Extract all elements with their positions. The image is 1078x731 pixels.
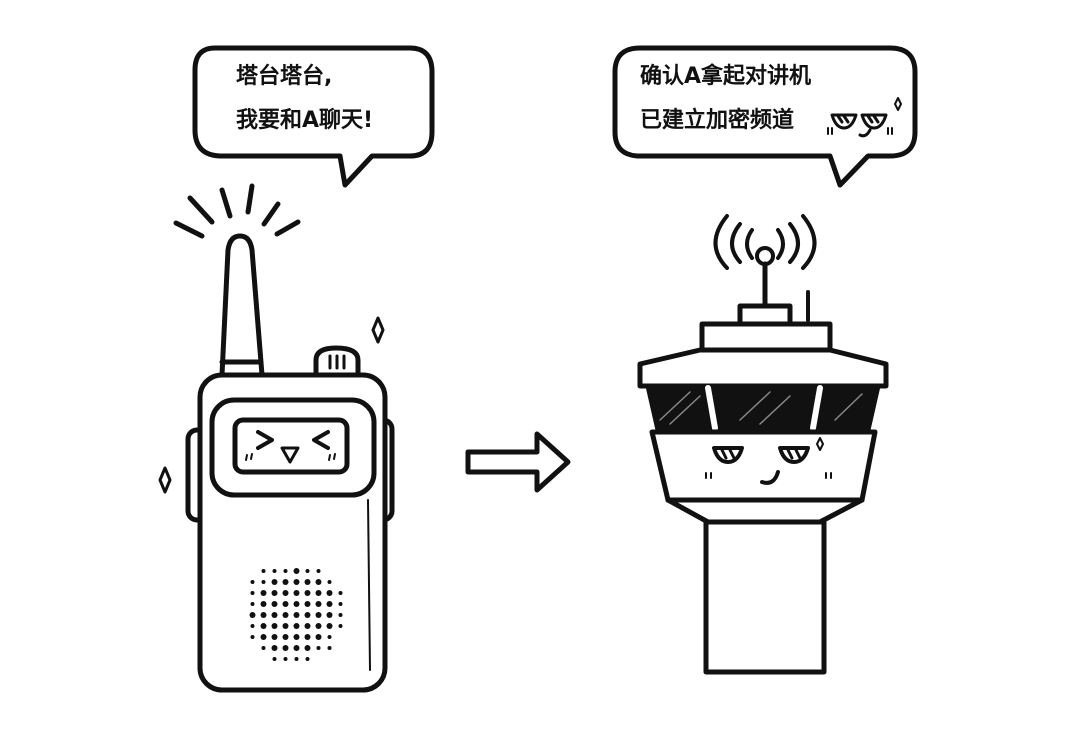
- speaker-grille: [249, 568, 343, 661]
- right-speech-line-2: 已建立加密频道: [640, 108, 795, 133]
- right-speech-line-1: 确认A拿起对讲机: [640, 64, 812, 89]
- excited-face-icon: [245, 430, 336, 464]
- left-speech-line-1: 塔台塔台,: [236, 64, 333, 89]
- sparkle-icon: [371, 316, 385, 344]
- right-speech-bubble: [612, 45, 918, 188]
- right-arrow-icon: [465, 431, 571, 493]
- left-speech-bubble: [192, 45, 435, 188]
- smug-face-icon: [705, 437, 832, 485]
- walkie-talkie: [173, 183, 395, 693]
- signal-burst-icon: [173, 183, 301, 239]
- control-tower: [637, 214, 889, 675]
- sparkle-icon: [158, 466, 172, 494]
- radio-waves-icon: [713, 214, 817, 270]
- left-speech-line-2: 我要和A聊天!: [236, 108, 374, 133]
- bubble-smug-face-icon: [827, 97, 902, 138]
- left-speech-text: 塔台塔台, 我要和A聊天!: [236, 55, 373, 143]
- right-speech-text: 确认A拿起对讲机 已建立加密频道: [640, 55, 811, 143]
